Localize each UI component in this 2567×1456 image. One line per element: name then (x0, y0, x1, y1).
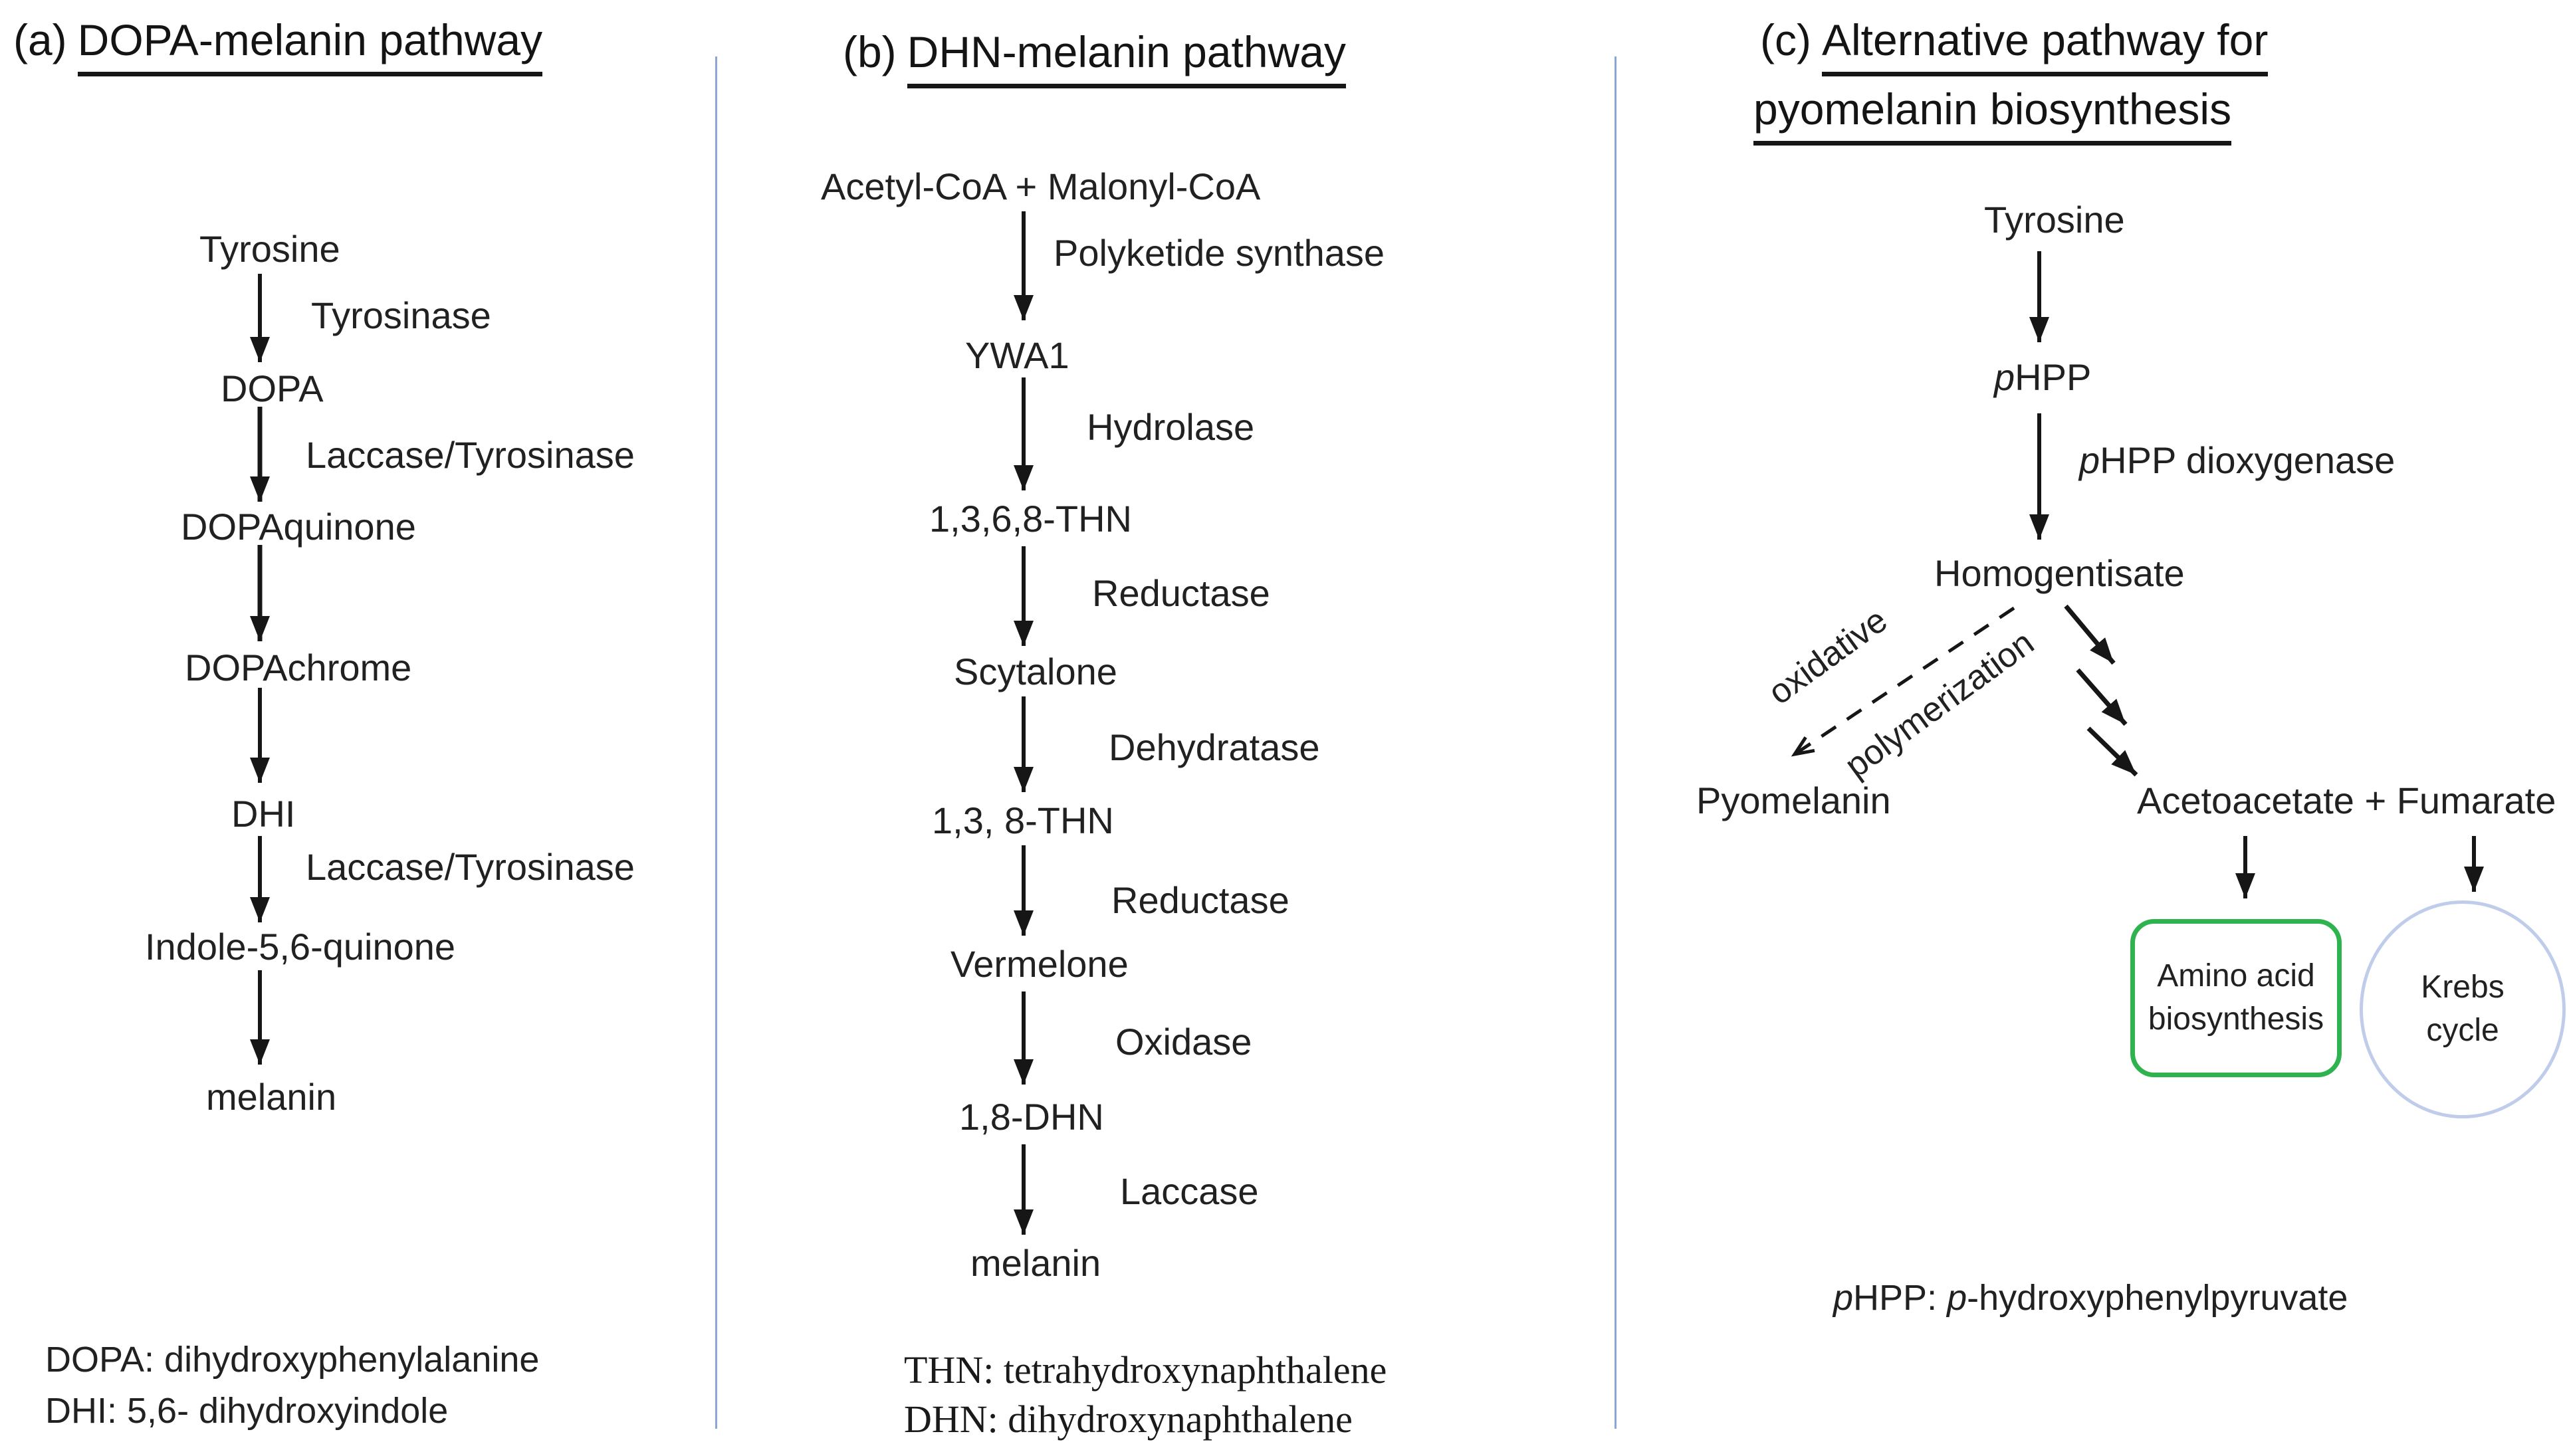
enzyme-label-hydrolase: Hydrolase (1087, 406, 1255, 448)
panel-b-label: (b) (843, 27, 897, 76)
node-dhi: DHI (231, 793, 296, 835)
krebs-cycle-circle: Krebs cycle (2360, 900, 2566, 1118)
panel-c-label: (c) (1760, 15, 1811, 64)
node-pyomelanin: Pyomelanin (1696, 780, 1891, 821)
node-18-dhn: 1,8-DHN (959, 1096, 1104, 1138)
panel-c-title-line1: (c)Alternative pathway for (1760, 15, 2269, 76)
node-acetylcoa-malonylcoa: Acetyl-CoA + Malonyl-CoA (821, 165, 1261, 207)
enzyme-label-dehydratase: Dehydratase (1109, 726, 1320, 768)
panel-a-title: (a)DOPA-melanin pathway (13, 15, 543, 76)
panel-c-title-line2: pyomelanin biosynthesis (1753, 84, 2232, 146)
node-scytalone: Scytalone (954, 651, 1117, 692)
krebs-circle-line2: cycle (2426, 1013, 2499, 1048)
amino-box-line2: biosynthesis (2148, 1001, 2324, 1037)
footnote-phpp: pHPP: p-hydroxyphenylpyruvate (1833, 1277, 2348, 1318)
node-homogentisate: Homogentisate (1934, 552, 2185, 594)
arrow-cascade-1 (2064, 604, 2116, 665)
panel-a-title-text: DOPA-melanin pathway (77, 15, 543, 76)
node-phpp-rest: HPP (2015, 356, 2092, 398)
enzyme-label-laccase-tyrosinase-1: Laccase/Tyrosinase (306, 434, 635, 476)
panel-c-title-text-line2: pyomelanin biosynthesis (1753, 84, 2232, 146)
footnote-dhn: DHN: dihydroxynaphthalene (904, 1398, 1353, 1441)
arrow-cascade-3 (2086, 726, 2138, 777)
enzyme-label-tyrosinase: Tyrosinase (311, 294, 491, 336)
amino-box-line1: Amino acid (2157, 958, 2315, 994)
arrow-cascade-2 (2076, 668, 2128, 726)
footnote-dopa: DOPA: dihydroxyphenylalanine (45, 1340, 540, 1380)
node-melanin-a: melanin (206, 1076, 337, 1118)
panel-b-title-text: DHN-melanin pathway (907, 27, 1346, 88)
node-tyrosine-a: Tyrosine (199, 228, 340, 270)
panel-divider-a-b (715, 56, 717, 1429)
enzyme-phpp-rest: HPP dioxygenase (2100, 439, 2396, 481)
enzyme-label-polyketide-synthase: Polyketide synthase (1054, 232, 1385, 274)
enzyme-label-oxidase: Oxidase (1115, 1021, 1252, 1063)
footnote-phpp-part1: HPP: (1853, 1278, 1948, 1318)
enzyme-label-laccase-tyrosinase-2: Laccase/Tyrosinase (306, 846, 635, 888)
node-dopachrome: DOPAchrome (185, 647, 412, 688)
node-dopaquinone: DOPAquinone (181, 506, 416, 548)
amino-acid-biosynthesis-box: Amino acid biosynthesis (2130, 919, 2342, 1077)
enzyme-label-reductase-1: Reductase (1092, 572, 1270, 614)
node-1368-thn: 1,3,6,8-THN (929, 498, 1132, 540)
enzyme-label-laccase: Laccase (1120, 1170, 1259, 1212)
node-ywa1: YWA1 (965, 334, 1069, 376)
node-melanin-b: melanin (970, 1242, 1101, 1284)
branch-label-oxidative: oxidative (1761, 601, 1895, 712)
node-tyrosine-c: Tyrosine (1984, 199, 2125, 241)
panel-divider-b-c (1615, 56, 1617, 1429)
enzyme-label-reductase-2: Reductase (1111, 879, 1289, 921)
node-138-thn: 1,3, 8-THN (932, 799, 1114, 841)
footnote-phpp-italic-p2: p (1947, 1278, 1967, 1318)
panel-c-title-text-line1: Alternative pathway for (1821, 15, 2269, 76)
enzyme-phpp-italic-p: p (2079, 439, 2100, 481)
footnote-phpp-part2: -hydroxyphenylpyruvate (1967, 1278, 2348, 1318)
node-phpp: pHPP (1994, 356, 2091, 399)
enzyme-label-phpp-dioxygenase: pHPP dioxygenase (2079, 439, 2395, 482)
panel-a-label: (a) (13, 15, 67, 64)
footnote-dhi: DHI: 5,6- dihydroxyindole (45, 1391, 449, 1431)
node-dopa: DOPA (221, 367, 324, 409)
panel-b-title: (b)DHN-melanin pathway (843, 27, 1346, 88)
node-indole-56-quinone: Indole-5,6-quinone (145, 926, 456, 968)
node-acetoacetate-fumarate: Acetoacetate + Fumarate (2137, 780, 2556, 821)
footnote-phpp-italic-p1: p (1833, 1278, 1854, 1318)
node-phpp-italic-p: p (1994, 356, 2015, 398)
footnote-thn: THN: tetrahydroxynaphthalene (904, 1348, 1387, 1392)
node-vermelone: Vermelone (950, 943, 1129, 985)
krebs-circle-line1: Krebs (2421, 970, 2505, 1005)
